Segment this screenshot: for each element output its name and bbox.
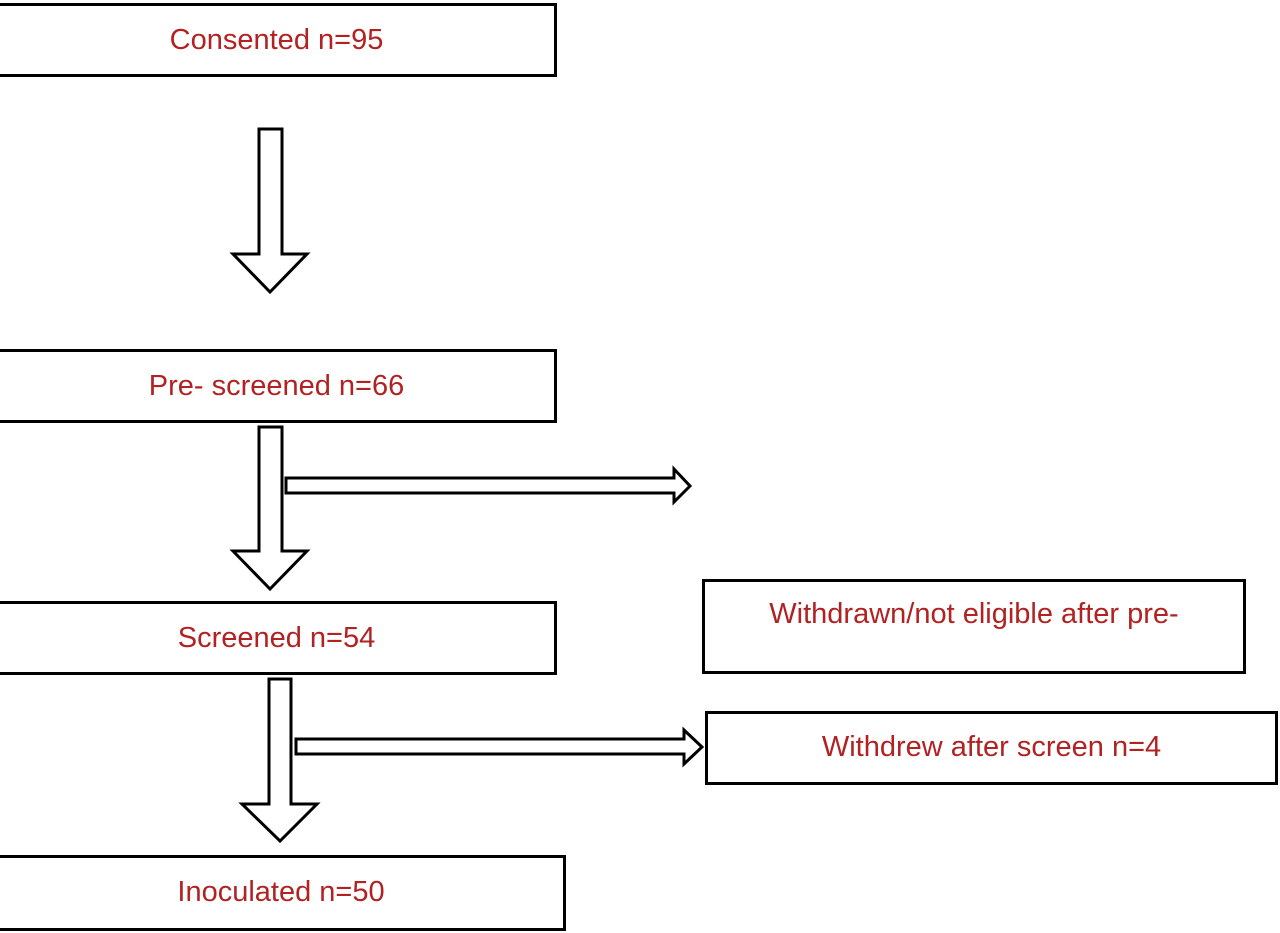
consented-label: Consented n=95 bbox=[169, 24, 384, 56]
inoculated-box: Inoculated n=50 bbox=[0, 855, 566, 931]
screened-label: Screened n=54 bbox=[177, 622, 376, 654]
withdrew-after-screen-label: Withdrew after screen n=4 bbox=[821, 731, 1162, 763]
screened-box: Screened n=54 bbox=[0, 601, 557, 675]
pre-screened-box: Pre- screened n=66 bbox=[0, 349, 557, 423]
side-arrow-to-withdrew-after-screen bbox=[294, 726, 705, 768]
down-arrow-screened-to-inoculated bbox=[238, 677, 321, 844]
inoculated-label: Inoculated n=50 bbox=[177, 876, 385, 908]
withdrawn-pre-label: Withdrawn/not eligible after pre- bbox=[769, 598, 1179, 630]
down-arrow-consented-to-prescreened bbox=[229, 127, 311, 295]
withdrawn-pre-box: Withdrawn/not eligible after pre- bbox=[702, 579, 1246, 674]
consented-box: Consented n=95 bbox=[0, 3, 557, 77]
side-arrow-to-withdrawn-pre bbox=[284, 465, 693, 506]
withdrew-after-screen-box: Withdrew after screen n=4 bbox=[705, 711, 1278, 785]
pre-screened-label: Pre- screened n=66 bbox=[148, 370, 405, 402]
down-arrow-prescreened-to-screened bbox=[229, 425, 311, 592]
